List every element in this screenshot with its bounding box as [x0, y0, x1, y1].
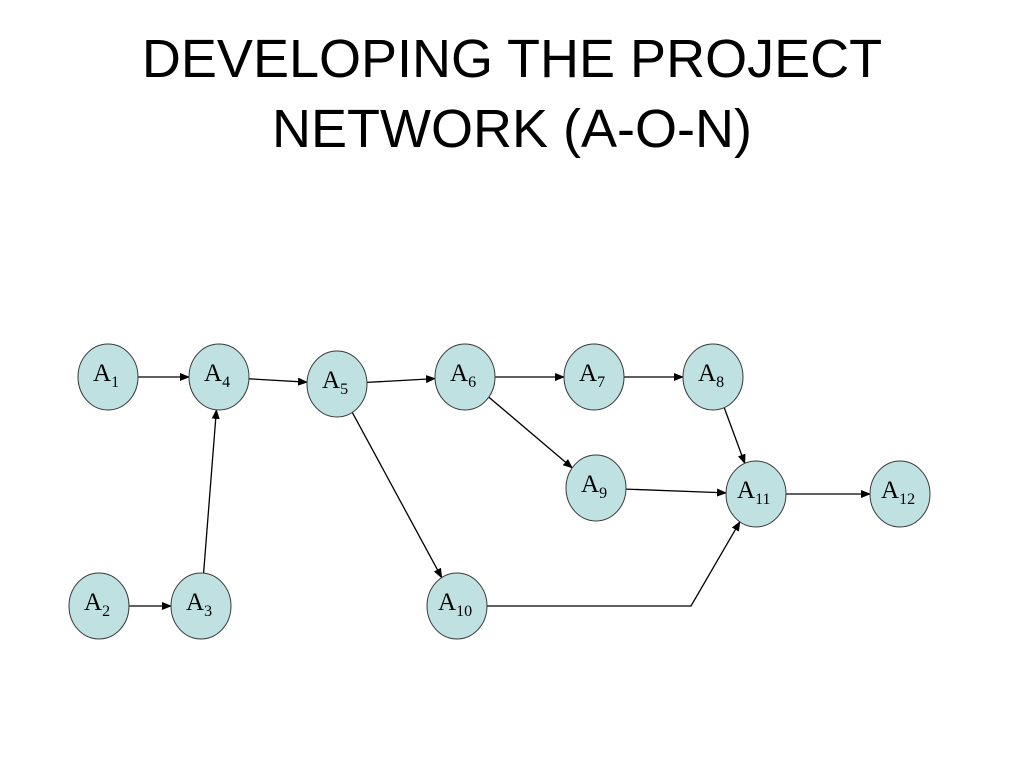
node-letter: A [737, 477, 755, 504]
node-subscript: 2 [102, 603, 110, 620]
node-shape [565, 454, 627, 522]
node-letter: A [322, 367, 340, 394]
node-subscript: 4 [222, 374, 230, 391]
node-shape [306, 350, 368, 418]
node-subscript: 1 [111, 374, 119, 391]
node-label: A10 [438, 589, 472, 620]
node-label: A3 [186, 589, 212, 620]
node-shape [426, 572, 488, 640]
edge-a9-to-a11 [625, 488, 727, 497]
node-letter: A [581, 471, 599, 498]
node-a11: A11 [725, 460, 787, 528]
node-shape [725, 460, 787, 528]
node-subscript: 11 [755, 491, 770, 508]
node-label: A5 [322, 367, 348, 398]
node-a7: A7 [563, 343, 625, 411]
node-a2: A2 [68, 572, 130, 640]
node-subscript: 9 [599, 485, 607, 502]
node-shape [68, 572, 130, 640]
node-label: A11 [737, 477, 770, 508]
node-subscript: 6 [468, 374, 476, 391]
node-label: A8 [698, 360, 724, 391]
node-label: A12 [881, 477, 915, 508]
node-shape [869, 460, 931, 528]
node-letter: A [881, 477, 899, 504]
edges-layer [129, 373, 871, 610]
edge-a5-to-a6 [366, 375, 436, 384]
edge-a8-to-a11 [723, 407, 746, 465]
edge-a10-to-a11 [487, 520, 741, 607]
node-a3: A3 [170, 572, 232, 640]
node-subscript: 7 [597, 374, 605, 391]
node-letter: A [84, 589, 102, 616]
node-a8: A8 [682, 343, 744, 411]
node-letter: A [186, 589, 204, 616]
node-a6: A6 [434, 343, 496, 411]
node-shape [170, 572, 232, 640]
slide-title: DEVELOPING THE PROJECT NETWORK (A-O-N) [0, 24, 1024, 164]
node-shape [682, 343, 744, 411]
node-a12: A12 [869, 460, 931, 528]
node-a1: A1 [77, 343, 139, 411]
node-shape [563, 343, 625, 411]
node-subscript: 10 [456, 603, 472, 620]
title-line-1: DEVELOPING THE PROJECT [141, 29, 883, 89]
edge-a4-to-a5 [248, 377, 308, 386]
node-letter: A [438, 589, 456, 616]
title-line-2: NETWORK (A-O-N) [272, 99, 752, 159]
node-label: A7 [579, 360, 605, 391]
node-a5: A5 [306, 350, 368, 418]
node-a4: A4 [188, 343, 250, 411]
edge-a6-to-a9 [488, 396, 573, 469]
node-label: A2 [84, 589, 110, 620]
node-a9: A9 [565, 454, 627, 522]
edge-a5-to-a10 [351, 412, 443, 579]
node-shape [188, 343, 250, 411]
node-shape [77, 343, 139, 411]
node-label: A6 [450, 360, 476, 391]
node-label: A9 [581, 471, 607, 502]
node-subscript: 12 [899, 491, 915, 508]
node-letter: A [93, 360, 111, 387]
edge-a3-to-a4 [202, 408, 220, 574]
node-shape [434, 343, 496, 411]
node-label: A4 [204, 360, 230, 391]
node-subscript: 8 [716, 374, 724, 391]
node-letter: A [698, 360, 716, 387]
node-label: A1 [93, 360, 119, 391]
node-a10: A10 [426, 572, 488, 640]
node-letter: A [450, 360, 468, 387]
node-subscript: 3 [204, 603, 212, 620]
node-letter: A [579, 360, 597, 387]
node-subscript: 5 [340, 381, 348, 398]
node-letter: A [204, 360, 222, 387]
